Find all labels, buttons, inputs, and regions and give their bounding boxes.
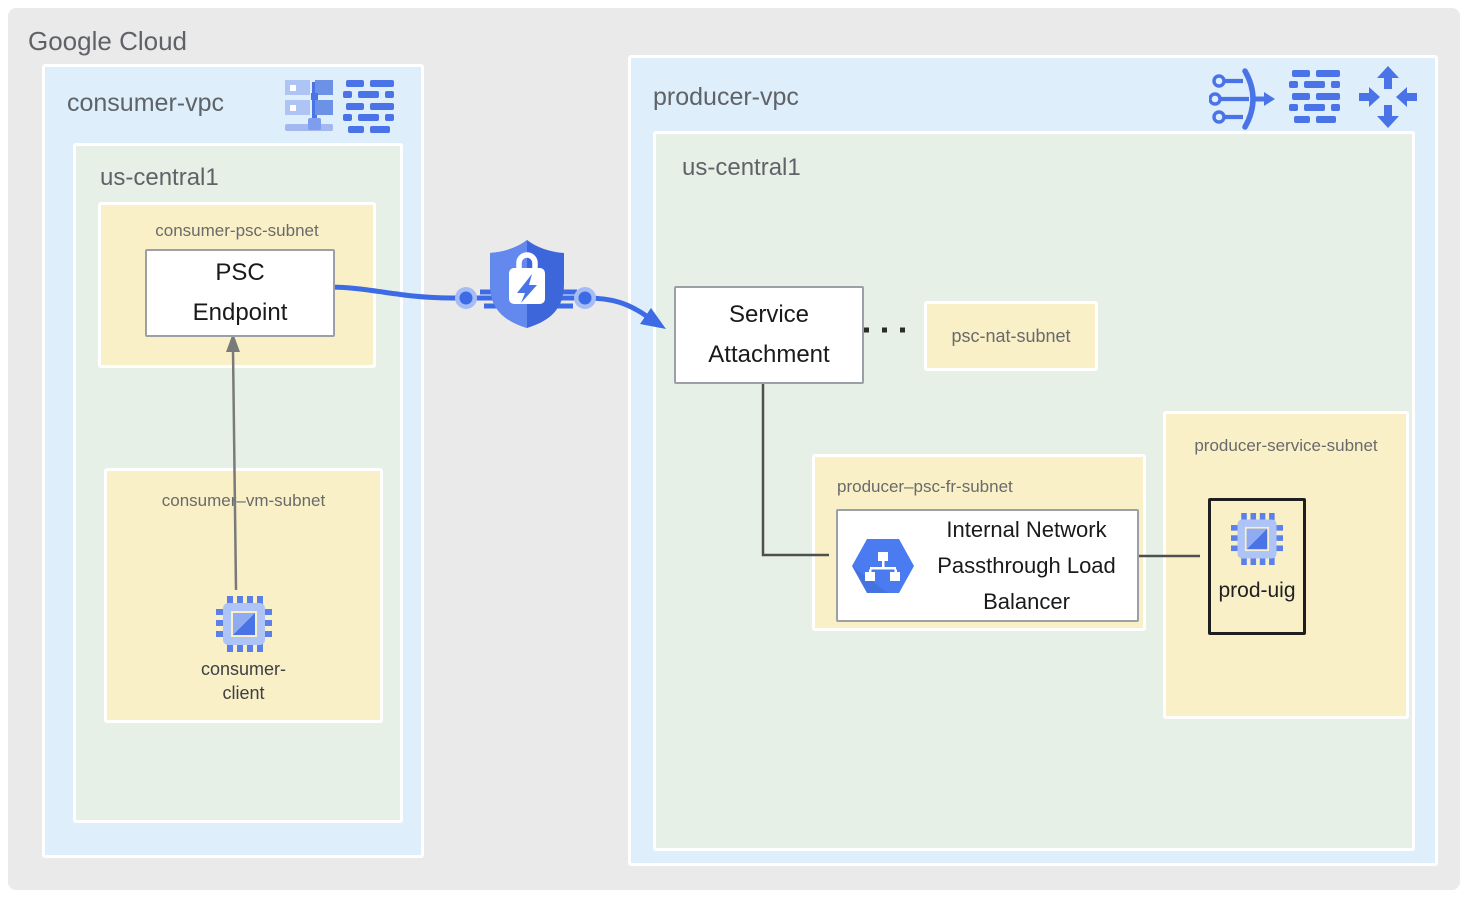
producer-service-subnet-box: producer-service-subnet [1163, 411, 1409, 719]
consumer-vm-subnet-box: consumer–vm-subnet [104, 468, 383, 723]
consumer-client-line2: client [222, 683, 265, 703]
consumer-region-box: us-central1 consumer-psc-subnet PSC Endp… [73, 143, 403, 823]
producer-vpc-label: producer-vpc [653, 83, 799, 111]
producer-psc-fr-subnet-box: producer–psc-fr-subnet [812, 454, 1146, 631]
compute-vm-icon [1231, 513, 1283, 565]
consumer-vpc-label: consumer-vpc [67, 89, 224, 117]
internal-lb-label: Internal Network Passthrough Load Balanc… [916, 512, 1137, 620]
service-attachment-node: Service Attachment [674, 286, 864, 384]
diagram-title: Google Cloud [28, 26, 187, 56]
routes-icon [343, 80, 397, 134]
consumer-vpc-box: consumer-vpc [42, 64, 424, 858]
internal-lb-line3: Balancer [983, 588, 1070, 614]
producer-psc-fr-subnet-label: producer–psc-fr-subnet [837, 477, 1013, 496]
consumer-vm-subnet-label: consumer–vm-subnet [161, 491, 326, 510]
consumer-psc-subnet-label: consumer-psc-subnet [155, 221, 319, 240]
producer-service-subnet-label: producer-service-subnet [1194, 436, 1378, 455]
internal-lb-node: Internal Network Passthrough Load Balanc… [836, 509, 1139, 622]
psc-endpoint-line2: Endpoint [192, 299, 288, 326]
consumer-psc-subnet-box: consumer-psc-subnet PSC Endpoint [98, 202, 376, 368]
psc-nat-subnet-label: psc-nat-subnet [951, 325, 1071, 346]
producer-region-box: us-central1 Service Attachment psc-nat-s… [653, 131, 1415, 851]
consumer-region-label: us-central1 [100, 164, 219, 191]
compute-vm-icon [216, 596, 272, 652]
service-attachment-line1: Service [728, 301, 810, 328]
prod-uig-box: prod-uig [1208, 498, 1306, 635]
load-balancing-icon [1359, 66, 1417, 128]
producer-vpc-box: producer-vpc [628, 55, 1438, 866]
internal-lb-line2: Passthrough Load [937, 552, 1116, 578]
psc-endpoint-node: PSC Endpoint [145, 249, 335, 337]
load-balancer-hexagon-icon [850, 536, 916, 596]
service-attachment-line2: Attachment [708, 341, 830, 368]
routes-icon [1289, 70, 1343, 124]
service-funnel-icon [1209, 68, 1275, 130]
psc-endpoint-line1: PSC [215, 259, 265, 286]
internal-lb-line1: Internal Network [946, 516, 1107, 542]
consumer-client-label: consumer- client [107, 657, 380, 705]
producer-region-label: us-central1 [682, 154, 801, 181]
prod-uig-label: prod-uig [1218, 579, 1296, 602]
network-servers-icon [283, 76, 335, 132]
consumer-client-line1: consumer- [200, 659, 287, 679]
psc-nat-subnet-box: psc-nat-subnet [924, 301, 1098, 371]
